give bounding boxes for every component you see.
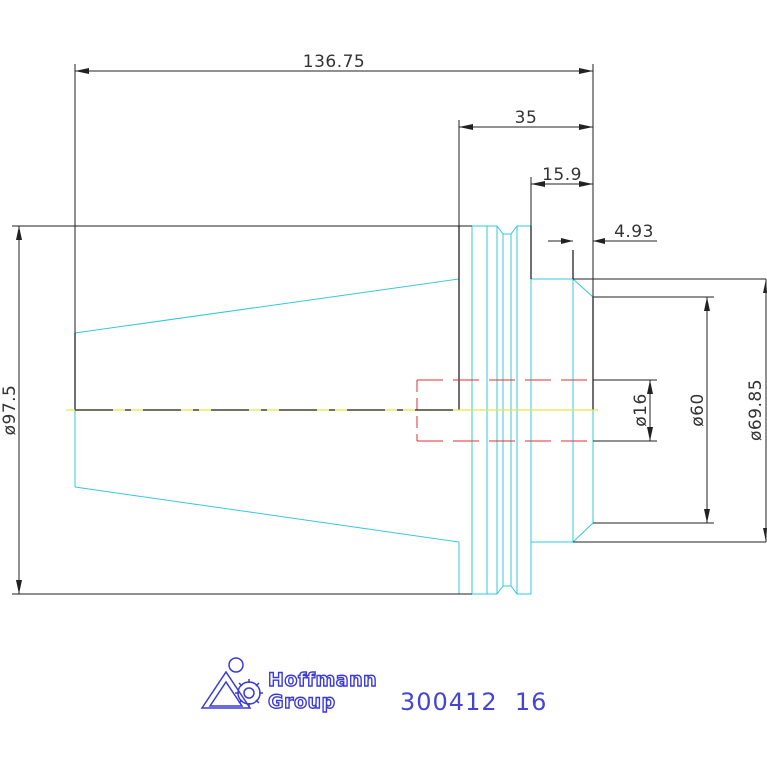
dim-shank-dia-label: ø69.85	[746, 379, 766, 441]
dim-shank-dia: ø69.85	[573, 278, 767, 543]
dim-shank-length: 15.9	[530, 165, 593, 226]
hoffmann-logo: Hoffmann Group	[200, 657, 377, 714]
dim-face-dia-label: ø60	[688, 393, 708, 427]
logo-line1: Hoffmann	[268, 669, 377, 691]
dim-shank-length-label: 15.9	[542, 165, 582, 185]
dim-bore-dia: ø16	[593, 379, 657, 442]
dim-chamfer: 4.93	[548, 222, 657, 244]
dim-flange-length-label: 35	[515, 108, 538, 128]
hidden-bore	[416, 379, 593, 442]
dim-flange-dia: ø97.5	[0, 225, 472, 595]
part-edges	[74, 226, 594, 410]
dim-overall-length: 136.75	[74, 52, 594, 333]
dim-flange-length: 35	[458, 108, 593, 226]
dim-overall-length-label: 136.75	[303, 52, 365, 72]
logo-mark-icon	[200, 657, 263, 709]
part-number: 300412 16	[400, 688, 547, 716]
dim-face-dia: ø60	[593, 296, 714, 524]
dim-chamfer-label: 4.93	[614, 222, 654, 242]
dim-bore-dia-label: ø16	[631, 393, 651, 427]
logo-line2: Group	[268, 691, 336, 713]
dim-flange-dia-label: ø97.5	[0, 385, 20, 436]
